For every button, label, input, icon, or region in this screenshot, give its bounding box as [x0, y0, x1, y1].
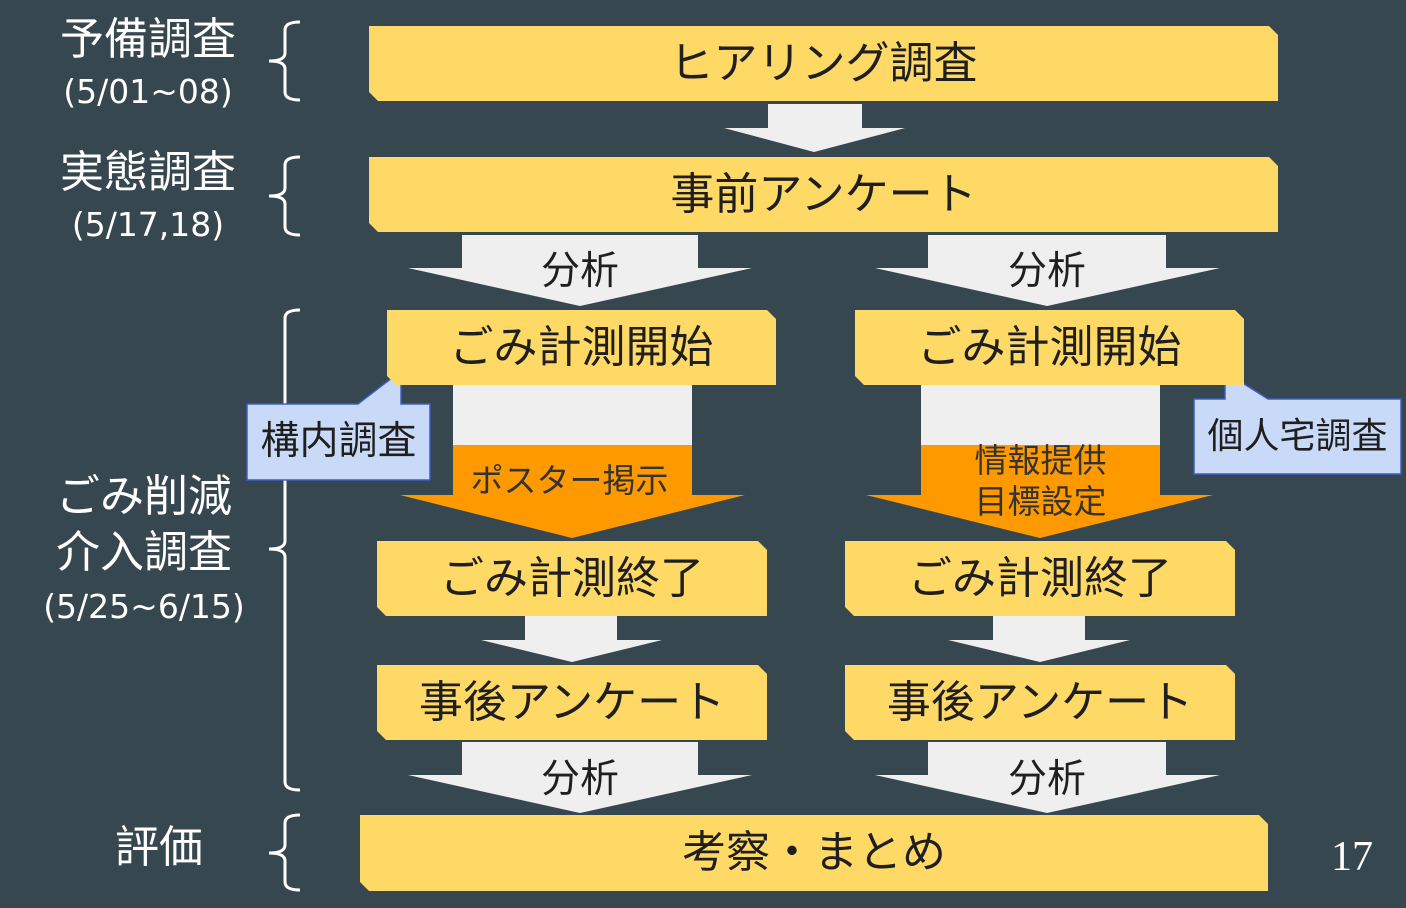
phase-title-intervention-line1: ごみ削減: [56, 471, 232, 522]
phase-dates-intervention: (5/25~6/15): [43, 587, 245, 626]
arrow-head: [408, 775, 752, 813]
post-survey-left-box: 事後アンケート: [377, 665, 767, 740]
phase-title-actual: 実態調査: [60, 147, 236, 198]
arrow-shaft-grey: [921, 385, 1160, 446]
arrow-analysis-in-right: [875, 235, 1220, 306]
phase-title-evaluation: 評価: [115, 822, 203, 873]
intervention-right-label-line2: 目標設定: [974, 482, 1107, 521]
arrow-end-to-post-left: [481, 616, 662, 662]
callout-right-shape: [1193, 370, 1402, 475]
arrow-head: [875, 775, 1220, 813]
arrow-shaft: [768, 104, 862, 129]
arrow-analysis-out-left: [408, 742, 752, 813]
callout-left-shape: [246, 369, 431, 481]
phase-title-preliminary: 予備調査: [60, 14, 236, 65]
analysis-in-right-label: 分析: [1007, 249, 1086, 294]
step-hearing-box: ヒアリング調査: [369, 26, 1278, 101]
analysis-out-right-label: 分析: [1007, 757, 1086, 802]
callout-right-text: 個人宅調査: [1207, 416, 1388, 457]
arrow-head: [481, 640, 662, 662]
arrow-shaft: [928, 742, 1166, 776]
phase-title-intervention-line2: 介入調査: [56, 527, 232, 578]
brace-actual: [268, 155, 301, 237]
measure-start-left-box: ごみ計測開始: [387, 310, 776, 385]
arrow-shaft: [928, 235, 1166, 269]
phase-dates-preliminary: (5/01~08): [63, 72, 233, 111]
callout-left-text: 構内調査: [260, 419, 417, 464]
step-pre-survey-box: 事前アンケート: [369, 157, 1278, 232]
measure-end-left-box: ごみ計測終了: [377, 541, 767, 616]
arrow-intervention-left: [400, 385, 745, 538]
post-survey-right-box: 事後アンケート: [845, 665, 1235, 740]
arrow-shaft: [525, 616, 617, 641]
measure-start-right-box: ごみ計測開始: [855, 310, 1244, 385]
brace-evaluation: [268, 813, 301, 892]
intervention-right-label-line1: 情報提供: [974, 441, 1107, 480]
arrow-shaft-orange: [921, 445, 1160, 496]
arrow-shaft-orange: [453, 445, 692, 496]
arrow-analysis-out-right: [875, 742, 1220, 813]
arrow-analysis-in-left: [408, 235, 752, 306]
arrow-shaft: [993, 616, 1085, 641]
arrow-head: [948, 640, 1130, 662]
intervention-left-label: ポスター掲示: [470, 461, 669, 500]
arrow-intervention-right: [866, 385, 1213, 538]
arrow-shaft: [462, 235, 698, 269]
arrow-end-to-post-right: [948, 616, 1130, 662]
arrow-shaft: [462, 742, 698, 776]
page-number: 17: [1331, 834, 1373, 880]
arrow-head: [724, 128, 905, 152]
brace-intervention: [268, 308, 301, 792]
step-summary-box: 考察・まとめ: [360, 815, 1268, 891]
arrow-head-orange: [400, 495, 745, 538]
measure-end-right-box: ごみ計測終了: [845, 541, 1235, 616]
arrow-shaft-grey: [453, 385, 692, 446]
brace-preliminary: [268, 20, 301, 102]
analysis-out-left-label: 分析: [540, 757, 619, 802]
phase-dates-actual: (5/17,18): [71, 205, 225, 244]
arrow-head: [408, 268, 752, 306]
arrow-head: [875, 268, 1220, 306]
arrow-head-orange: [866, 495, 1213, 538]
arrow-hearing-to-pre-survey: [724, 104, 905, 152]
analysis-in-left-label: 分析: [540, 249, 619, 294]
